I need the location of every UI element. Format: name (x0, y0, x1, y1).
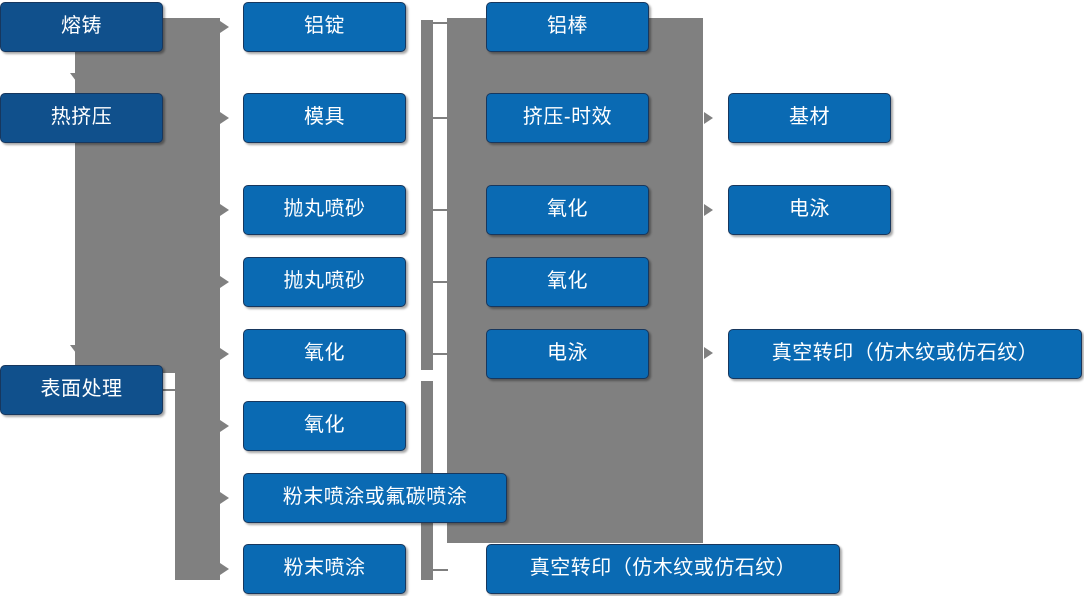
arrow-to-op-1 (220, 21, 229, 33)
operation-box-powder-or-fluorocarbon-coating[interactable]: 粉末喷涂或氟碳喷涂 (243, 473, 507, 523)
arrow-to-op-7 (220, 492, 229, 504)
arrow-to-op-5 (220, 348, 229, 360)
arrow-to-out-1 (704, 112, 713, 124)
operation-box-shot-blasting-2[interactable]: 抛丸喷砂 (243, 257, 406, 307)
arrow-to-op-8 (220, 563, 229, 575)
operation-box-oxidation-2[interactable]: 氧化 (243, 401, 406, 451)
treatment-box-electrophoresis[interactable]: 电泳 (486, 329, 649, 379)
operation-label: 粉末喷涂或氟碳喷涂 (282, 486, 468, 508)
output-box-base-material[interactable]: 基材 (728, 93, 891, 143)
arrow-to-op-3 (220, 204, 229, 216)
tick-tr-6 (433, 569, 448, 571)
connector-band-left-upper (75, 18, 220, 373)
treatment-label: 氧化 (547, 270, 588, 292)
operation-box-aluminum-ingot[interactable]: 铝锭 (243, 2, 406, 52)
output-label: 电泳 (789, 198, 830, 220)
tick-tr-1 (433, 22, 448, 24)
arrow-to-op-2 (220, 112, 229, 124)
operation-label: 抛丸喷砂 (283, 270, 366, 292)
treatment-label: 氧化 (547, 198, 588, 220)
operation-box-mold[interactable]: 模具 (243, 93, 406, 143)
treatment-box-vacuum-transfer-printing[interactable]: 真空转印（仿木纹或仿石纹） (486, 544, 840, 594)
output-label: 基材 (789, 106, 830, 128)
operation-label: 抛丸喷砂 (283, 198, 366, 220)
treatment-label: 真空转印（仿木纹或仿石纹） (529, 557, 797, 579)
operation-label: 粉末喷涂 (283, 557, 366, 579)
operation-box-shot-blasting-1[interactable]: 抛丸喷砂 (243, 185, 406, 235)
stage-box-hot-extrusion[interactable]: 热挤压 (0, 93, 163, 143)
operation-box-powder-coating[interactable]: 粉末喷涂 (243, 544, 406, 594)
connector-surface-treatment-stub (163, 389, 177, 391)
treatment-box-extrusion-aging[interactable]: 挤压-时效 (486, 93, 649, 143)
tick-tr-2 (433, 117, 448, 119)
arrow-to-out-3 (704, 347, 713, 359)
tick-tr-3 (433, 209, 448, 211)
treatment-label: 挤压-时效 (522, 106, 613, 128)
operation-label: 模具 (304, 106, 345, 128)
band-notch-stage3 (70, 345, 82, 353)
treatment-box-oxidation-2[interactable]: 氧化 (486, 257, 649, 307)
tick-tr-4 (433, 281, 448, 283)
treatment-label: 铝棒 (547, 15, 588, 37)
arrow-to-op-6 (220, 420, 229, 432)
connector-band-left-lower (175, 373, 220, 580)
stage-box-surface-treatment[interactable]: 表面处理 (0, 365, 163, 415)
operation-box-oxidation-1[interactable]: 氧化 (243, 329, 406, 379)
output-label: 真空转印（仿木纹或仿石纹） (771, 342, 1039, 364)
treatment-box-oxidation-1[interactable]: 氧化 (486, 185, 649, 235)
stage-box-melting-casting[interactable]: 熔铸 (0, 2, 163, 52)
arrow-to-op-4 (220, 276, 229, 288)
operation-label: 氧化 (304, 342, 345, 364)
treatment-box-aluminum-bar[interactable]: 铝棒 (486, 2, 649, 52)
tick-tr-5 (433, 353, 448, 355)
arrow-to-out-2 (704, 204, 713, 216)
stage-label: 熔铸 (61, 15, 102, 37)
output-box-electrophoresis[interactable]: 电泳 (728, 185, 891, 235)
treatment-label: 电泳 (547, 342, 588, 364)
operation-label: 氧化 (304, 414, 345, 436)
output-box-vacuum-transfer-printing[interactable]: 真空转印（仿木纹或仿石纹） (728, 329, 1082, 379)
band-notch-stage2 (70, 73, 82, 81)
operation-label: 铝锭 (304, 15, 345, 37)
stage-label: 表面处理 (40, 378, 123, 400)
stage-label: 热挤压 (50, 106, 113, 128)
connector-band-middle-thin-upper (421, 20, 433, 370)
